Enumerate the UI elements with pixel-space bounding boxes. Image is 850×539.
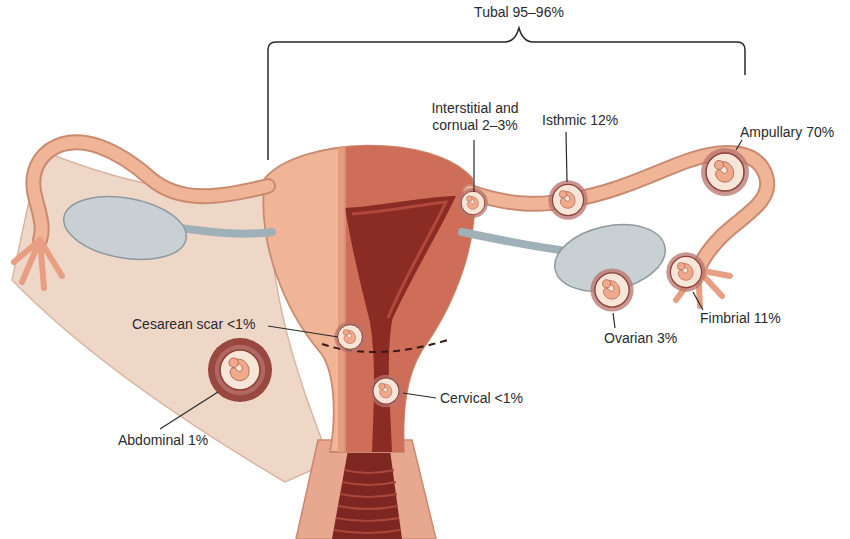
site-label: Isthmic 12% — [542, 112, 618, 129]
fimbrial-sac — [666, 252, 705, 291]
vaginal-canal — [332, 450, 402, 539]
ovarian-ligament — [462, 232, 560, 250]
site-label: Cesarean scar <1% — [132, 316, 255, 333]
vaginal-rugae — [334, 470, 400, 533]
leader-lines — [160, 132, 742, 429]
site-label: Ampullary 70% — [740, 124, 834, 141]
site-label: Cervical <1% — [440, 390, 523, 407]
ampullary-sac — [701, 148, 749, 196]
site-label: Abdominal 1% — [118, 432, 208, 449]
section-edge — [345, 148, 346, 452]
ovarian-ligament — [180, 228, 272, 234]
interstitial-sac — [458, 188, 488, 218]
cervical-sac — [370, 375, 403, 408]
left-ovary — [59, 188, 192, 269]
site-label: Ovarian 3% — [604, 330, 677, 347]
left-fallopian-tube — [14, 142, 268, 288]
cesarean-sac — [334, 321, 365, 352]
site-label: Interstitial and cornual 2–3% — [414, 100, 536, 134]
site-label: Fimbrial 11% — [700, 310, 781, 327]
tubal-bracket — [268, 28, 745, 160]
group-label: Tubal 95–96% — [474, 4, 564, 21]
uterus-section — [338, 120, 505, 460]
ovarian-sac — [590, 268, 633, 311]
vagina — [296, 440, 436, 539]
isthmic-sac — [548, 180, 587, 219]
